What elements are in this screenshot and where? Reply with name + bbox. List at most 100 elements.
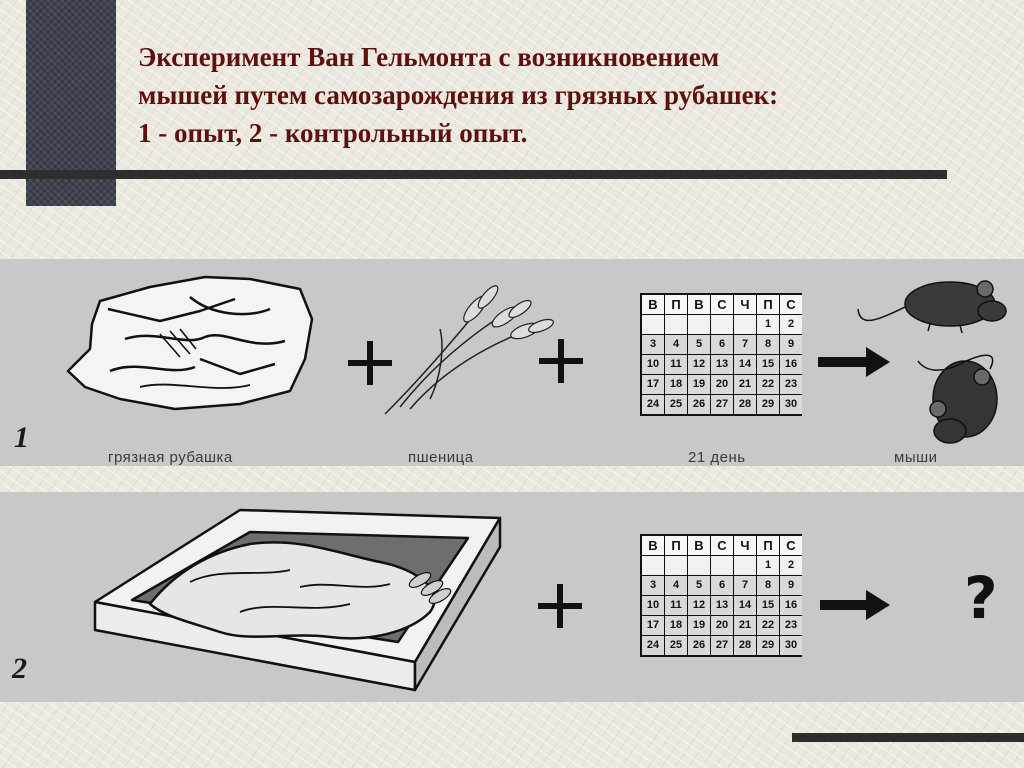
calendar-day-cell: 10 (642, 355, 664, 374)
calendar-day-cell: 27 (711, 395, 733, 414)
calendar-day-cell: 7 (734, 576, 756, 595)
calendar-day-cell: 17 (642, 375, 664, 394)
calendar-day-cell: 18 (665, 616, 687, 635)
calendar-day-cell: 5 (688, 335, 710, 354)
calendar-header-cell: С (780, 295, 802, 314)
calendar-header-cell: С (780, 536, 802, 555)
calendar-day-cell: 16 (780, 355, 802, 374)
calendar-day-cell: 28 (734, 636, 756, 655)
row-number-2: 2 (12, 652, 27, 685)
calendar-day-cell: 11 (665, 355, 687, 374)
calendar-day-cell: 29 (757, 636, 779, 655)
calendar-day-cell: 19 (688, 616, 710, 635)
calendar-day-cell: 26 (688, 636, 710, 655)
calendar-day-cell (665, 556, 687, 575)
title-line-3: 1 - опыт, 2 - контрольный опыт. (138, 118, 528, 148)
calendar-header-cell: С (711, 295, 733, 314)
calendar-day-cell: 23 (780, 616, 802, 635)
calendar-day-cell: 1 (757, 315, 779, 334)
calendar-day-cell: 27 (711, 636, 733, 655)
calendar-day-cell (734, 315, 756, 334)
calendar-day-cell: 21 (734, 375, 756, 394)
control-drawings (93, 508, 890, 692)
calendar-day-cell: 28 (734, 395, 756, 414)
calendar-day-cell: 4 (665, 335, 687, 354)
caption-wheat: пшеница (408, 449, 474, 466)
calendar-day-cell: 26 (688, 395, 710, 414)
calendar-day-cell: 24 (642, 395, 664, 414)
calendar-day-cell (711, 315, 733, 334)
calendar-day-cell: 3 (642, 335, 664, 354)
calendar-day-cell: 2 (780, 556, 802, 575)
caption-mice: мыши (894, 449, 938, 466)
calendar-day-cell: 15 (757, 596, 779, 615)
calendar-day-cell: 29 (757, 395, 779, 414)
calendar-day-cell: 6 (711, 576, 733, 595)
calendar-day-cell: 3 (642, 576, 664, 595)
calendar-day-cell: 22 (757, 616, 779, 635)
calendar-day-cell: 13 (711, 355, 733, 374)
calendar-day-cell (665, 315, 687, 334)
calendar-day-cell: 2 (780, 315, 802, 334)
calendar-day-cell: 9 (780, 335, 802, 354)
question-mark: ? (964, 564, 998, 632)
calendar-header-cell: В (688, 295, 710, 314)
wheat-icon (384, 285, 554, 415)
calendar-day-cell: 24 (642, 636, 664, 655)
calendar-day-cell: 20 (711, 375, 733, 394)
calendar-header-cell: П (665, 536, 687, 555)
title-line-1: Эксперимент Ван Гельмонта с возникновени… (138, 42, 720, 72)
caption-shirt: грязная рубашка (108, 449, 233, 466)
calendar-header-cell: В (642, 295, 664, 314)
plus-icon-3 (538, 584, 582, 628)
calendar-day-cell: 25 (665, 395, 687, 414)
calendar-day-cell: 18 (665, 375, 687, 394)
calendar-day-cell: 7 (734, 335, 756, 354)
calendar-day-cell: 23 (780, 375, 802, 394)
calendar-day-cell: 16 (780, 596, 802, 615)
calendar-day-cell (688, 315, 710, 334)
calendar-day-cell: 5 (688, 576, 710, 595)
calendar-day-cell: 12 (688, 355, 710, 374)
calendar-day-cell: 8 (757, 335, 779, 354)
calendar-day-cell: 11 (665, 596, 687, 615)
calendar-day-cell: 10 (642, 596, 664, 615)
calendar-day-cell: 19 (688, 375, 710, 394)
arrow-right-icon (818, 347, 890, 377)
mouse-icon-2 (917, 354, 998, 444)
calendar-header-cell: В (642, 536, 664, 555)
calendar-header-cell: Ч (734, 295, 756, 314)
calendar-day-cell (711, 556, 733, 575)
calendar-day-cell: 22 (757, 375, 779, 394)
calendar-day-cell: 21 (734, 616, 756, 635)
slide-title: Эксперимент Ван Гельмонта с возникновени… (138, 38, 988, 152)
calendar-day-cell (642, 315, 664, 334)
experiment-drawings (66, 275, 1007, 444)
calendar-day-cell: 20 (711, 616, 733, 635)
calendar-header-cell: С (711, 536, 733, 555)
row-number-1: 1 (14, 421, 29, 454)
caption-days: 21 день (688, 449, 746, 466)
mouse-icon (857, 280, 1007, 334)
arrow-right-icon-2 (820, 590, 890, 620)
calendar-header-cell: Ч (734, 536, 756, 555)
calendar-header-cell: П (757, 295, 779, 314)
calendar-day-cell: 14 (734, 596, 756, 615)
calendar-day-cell: 12 (688, 596, 710, 615)
plus-icon-1 (348, 341, 392, 385)
calendar-day-cell (642, 556, 664, 575)
calendar-day-cell: 15 (757, 355, 779, 374)
calendar-day-cell: 17 (642, 616, 664, 635)
calendar-day-cell: 4 (665, 576, 687, 595)
top-divider (0, 170, 947, 179)
calendar-day-cell: 30 (780, 395, 802, 414)
calendar-day-cell: 9 (780, 576, 802, 595)
calendar-day-cell: 6 (711, 335, 733, 354)
crumpled-shirt-icon (66, 275, 314, 411)
bottom-divider (792, 733, 1024, 742)
calendar-day-cell: 1 (757, 556, 779, 575)
calendar-day-cell (688, 556, 710, 575)
